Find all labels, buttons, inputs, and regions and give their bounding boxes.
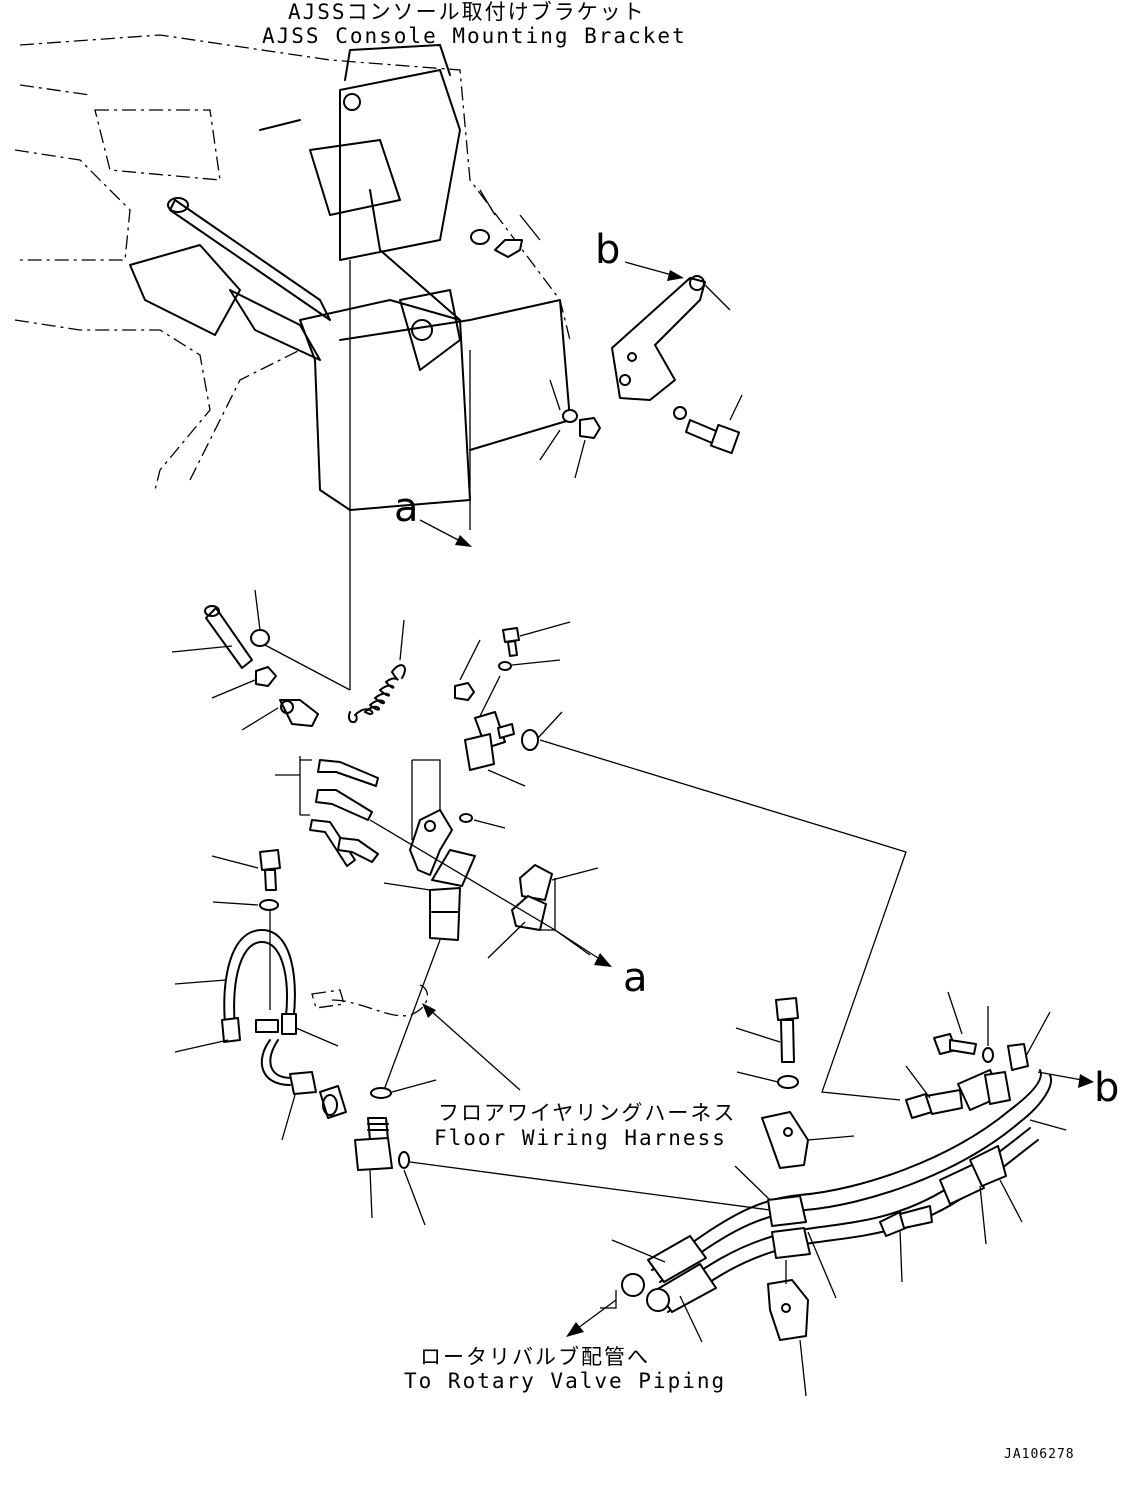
console-bracket-label-en: AJSS Console Mounting Bracket: [262, 24, 687, 48]
arrow-b-bottom: [1037, 1071, 1094, 1088]
bolt-right: [933, 991, 977, 1055]
nut-mid: [255, 666, 277, 687]
floor-harness: [311, 984, 521, 1091]
bolt-lower-right: [735, 997, 799, 1063]
bolt-upper-left: [211, 849, 281, 891]
ref-a-bottom: a: [623, 955, 648, 1001]
washer-bracket: [673, 406, 687, 420]
small-bolt: [502, 621, 571, 657]
switch-wire: [260, 1039, 317, 1141]
bracket-b: [611, 275, 731, 401]
drawing-id: JA106278: [1004, 1447, 1075, 1462]
valve-body: [383, 849, 476, 941]
floor-harness-label-jp: フロアワイヤリングハーネス: [438, 1101, 737, 1125]
pressure-switch: [319, 1085, 347, 1119]
cable-ends: [275, 756, 379, 867]
cam-plate: [409, 759, 453, 876]
washer-left: [259, 899, 279, 911]
hose-sleeves: [647, 1069, 1003, 1313]
o-ring-mid: [521, 729, 539, 751]
arrow-a-top: [419, 519, 472, 547]
console-frame-phantom: [14, 34, 571, 491]
rotary-valve-label-jp: ロータリバルブ配管へ: [420, 1345, 650, 1369]
bolt-bracket: [685, 394, 743, 455]
floor-harness-label-en: Floor Wiring Harness: [434, 1126, 727, 1150]
arrow-b-top: [624, 261, 684, 281]
ref-b-top: b: [595, 227, 621, 273]
clamp-upper: [761, 1111, 855, 1169]
u-cable: [174, 910, 339, 1053]
hose-fittings: [621, 1071, 1011, 1312]
bushing: [250, 629, 270, 647]
leader-long-right: [539, 739, 907, 1101]
washer-top: [470, 229, 490, 245]
console-leaders: [349, 189, 561, 690]
clamp-lower: [767, 1260, 809, 1397]
adapter-fitting: [354, 1117, 393, 1219]
washer-nut: [562, 409, 578, 423]
hose-leaders: [600, 1065, 1067, 1343]
washer-right: [982, 1047, 994, 1063]
nut: [579, 417, 601, 439]
washer-lower-right: [777, 1075, 799, 1089]
console-bracket-label-jp: AJSSコンソール取付けブラケット: [288, 0, 646, 24]
clip-top: [494, 239, 523, 258]
o-ring-adapter: [398, 1151, 410, 1169]
ref-b-bottom: b: [1094, 1065, 1120, 1111]
ref-a-top: a: [394, 485, 419, 531]
nut-mid-2: [454, 682, 475, 701]
o-ring-lower: [459, 813, 473, 823]
tee-fitting: [464, 675, 526, 787]
lever: [171, 605, 253, 669]
console-body: [129, 44, 571, 511]
arrow-a-bottom: [554, 929, 612, 967]
o-ring-small: [498, 661, 512, 671]
arrow-rotary-valve: [566, 1299, 617, 1337]
hose-upper: [651, 1069, 1053, 1283]
clamp-pads: [369, 819, 599, 959]
o-ring-floor: [370, 1087, 392, 1099]
rotary-valve-label-en: To Rotary Valve Piping: [404, 1369, 727, 1393]
ball-joint: [241, 699, 319, 731]
leader-adapter-hose: [409, 1161, 771, 1211]
spring: [347, 619, 406, 724]
terminal-right: [1007, 1011, 1051, 1071]
